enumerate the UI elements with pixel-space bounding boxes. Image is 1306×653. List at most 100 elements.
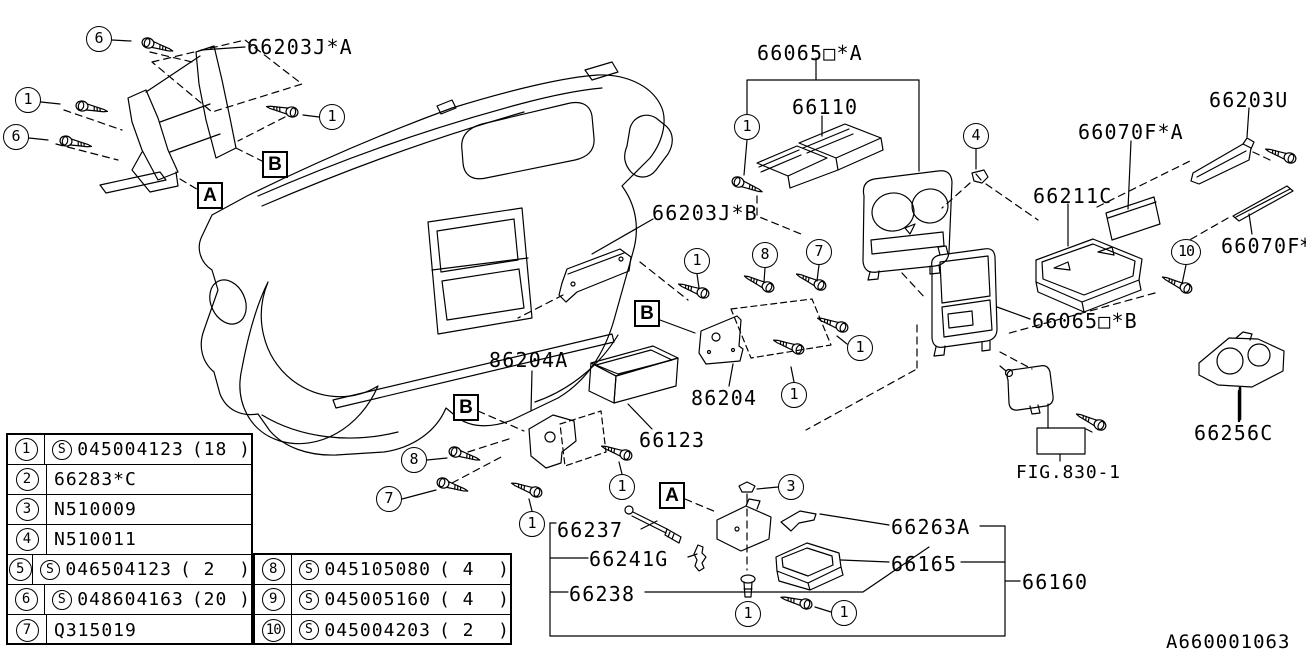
table-row: 3 N510009	[8, 495, 251, 525]
callout-1: 1	[15, 87, 41, 113]
callout-1: 1	[519, 511, 545, 537]
part-code: N510011	[54, 529, 137, 550]
circled-s-icon: S	[40, 559, 61, 580]
rail-66203U-drawing	[1190, 137, 1255, 185]
circled-s-icon: S	[299, 589, 320, 610]
row-number-badge: 10	[261, 618, 285, 642]
part-label-66238: 66238	[569, 582, 636, 606]
table-row: 2 66283*C	[8, 465, 251, 495]
figure-reference-label: FIG.830-1	[1016, 462, 1121, 483]
bracket-86204A-drawing	[528, 410, 607, 469]
console-frame-66065B-drawing	[931, 245, 998, 357]
section-box-A: A	[197, 182, 223, 209]
part-code: N510009	[54, 499, 137, 520]
row-number-badge: 2	[15, 468, 39, 491]
part-label-66110: 66110	[792, 95, 859, 119]
panel-66070FA-drawing	[1105, 196, 1161, 241]
row-number-badge: 7	[15, 618, 39, 642]
part-label-86204: 86204	[691, 386, 758, 410]
part-code: 046504123	[65, 559, 172, 580]
pocket-66123-drawing	[588, 345, 679, 404]
part-label-66065B: 66065□*B	[1032, 309, 1138, 333]
part-qty: ( 2 )	[179, 559, 251, 580]
row-number-badge: 6	[14, 588, 38, 611]
part-label-66065A: 66065□*A	[757, 41, 863, 65]
part-qty: (18 )	[191, 439, 251, 460]
part-label-86204A: 86204A	[489, 348, 569, 372]
ashtray-assembly-drawing	[624, 169, 989, 598]
part-code: 045004123	[77, 439, 184, 460]
part-code: 66283*C	[54, 469, 137, 490]
part-code: Q315019	[54, 619, 137, 641]
part-qty: ( 2 )	[438, 619, 510, 641]
part-label-66070F: 66070F	[1221, 234, 1301, 258]
heater-panel-frame-drawing	[862, 170, 953, 281]
circled-s-icon: S	[299, 559, 320, 580]
part-label-66256C: 66256C	[1194, 421, 1274, 445]
callout-8: 8	[401, 447, 427, 473]
row-number-badge: 3	[15, 498, 39, 521]
table-row: 7 Q315019	[8, 615, 251, 645]
callout-1: 1	[831, 600, 857, 626]
plate-66203JB-drawing	[558, 248, 632, 303]
row-number-badge: 8	[261, 558, 285, 581]
row-number-badge: 5	[8, 558, 32, 581]
section-box-B: B	[634, 300, 660, 327]
diagram-id: A660001063	[1166, 631, 1291, 653]
part-code: 045005160	[324, 589, 431, 610]
pocket-66211C-drawing	[1035, 238, 1143, 313]
callout-4: 4	[963, 123, 989, 149]
part-code: 045105080	[324, 559, 431, 580]
part-label-66203JA: 66203J*A	[247, 35, 353, 59]
part-label-66160: 66160	[1022, 570, 1089, 594]
part-code: 048604163	[77, 589, 184, 610]
circled-s-icon: S	[52, 439, 73, 460]
row-number-badge: 1	[14, 438, 38, 461]
cupholder-66256C-drawing	[1198, 331, 1285, 421]
part-label-66070F-clipped-suffix: *	[1299, 235, 1306, 257]
table-row: 4 N510011	[8, 525, 251, 555]
part-label-66123: 66123	[639, 428, 706, 452]
callout-7: 7	[376, 486, 402, 512]
bar-66070F-drawing	[1232, 185, 1294, 222]
callout-1: 1	[781, 382, 807, 408]
part-qty: ( 4 )	[438, 559, 510, 580]
row-number-badge: 4	[15, 528, 39, 551]
part-label-66263A: 66263A	[891, 515, 971, 539]
callout-1: 1	[609, 474, 635, 500]
part-label-66237: 66237	[557, 518, 624, 542]
callout-1: 1	[734, 114, 760, 140]
callout-3: 3	[778, 474, 804, 500]
part-label-66211C: 66211C	[1033, 184, 1113, 208]
callout-7: 7	[806, 239, 832, 265]
connector-fig830-drawing	[999, 365, 1093, 462]
part-label-66203U: 66203U	[1209, 88, 1289, 112]
callout-1: 1	[684, 248, 710, 274]
callout-6: 6	[86, 26, 112, 52]
part-label-66241G: 66241G	[589, 547, 669, 571]
vent-66110-drawing	[756, 123, 884, 189]
instrument-panel-drawing	[198, 61, 673, 456]
callout-6: 6	[3, 124, 29, 150]
part-label-66165: 66165	[891, 552, 958, 576]
callout-8: 8	[752, 242, 778, 268]
section-box-B: B	[453, 394, 479, 421]
part-qty: (20 )	[191, 589, 251, 610]
section-box-A: A	[659, 482, 685, 509]
part-label-66203JB: 66203J*B	[652, 201, 758, 225]
circled-s-icon: S	[299, 620, 320, 640]
section-box-B: B	[262, 151, 288, 178]
circled-s-icon: S	[52, 589, 73, 610]
callout-1: 1	[319, 104, 345, 130]
bracket-66203JA-drawing	[99, 45, 237, 194]
